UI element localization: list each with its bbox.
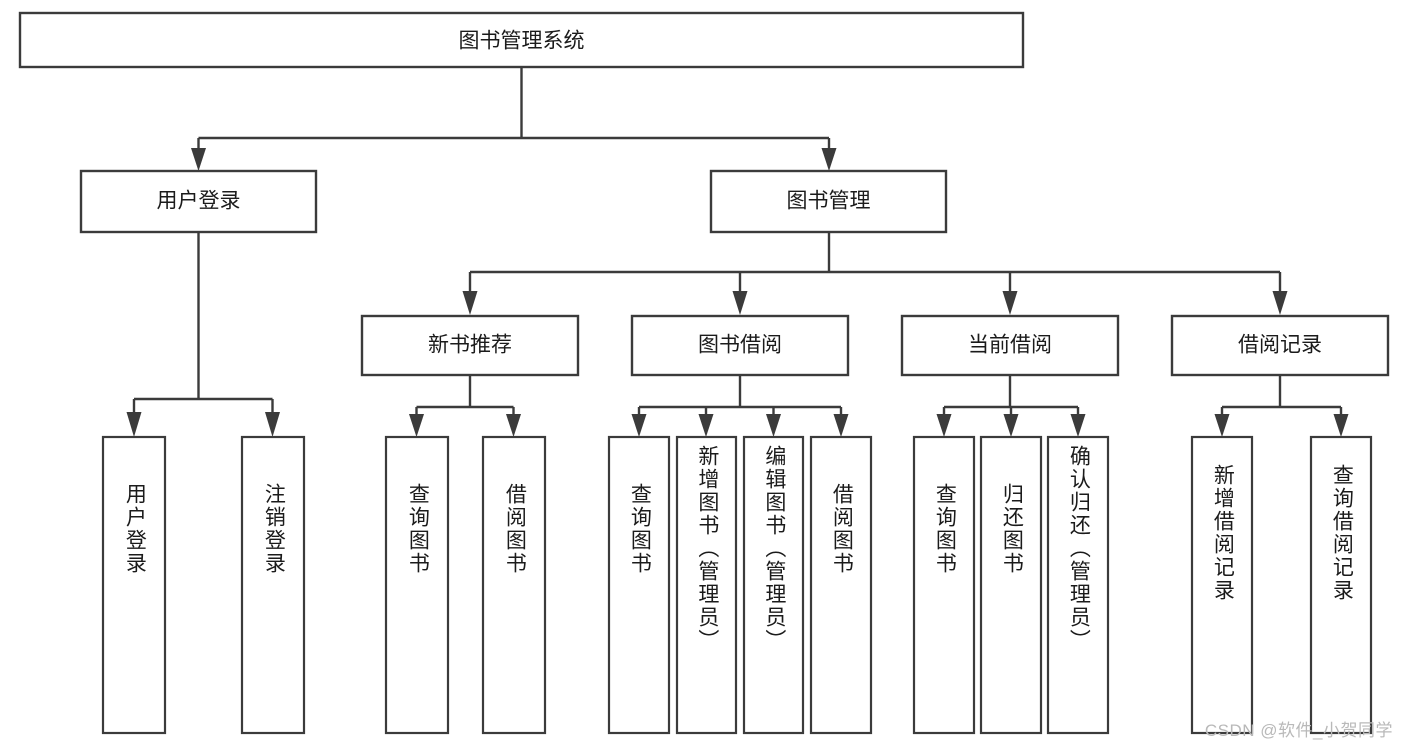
node-borrow-record-label: 借阅记录 bbox=[1238, 334, 1322, 357]
node-leaf-query-book-3-box[interactable] bbox=[912, 435, 976, 735]
node-root-box[interactable] bbox=[18, 11, 1025, 69]
connector-layer bbox=[126, 67, 1349, 437]
node-leaf-query-book-2-box[interactable] bbox=[607, 435, 671, 735]
node-borrow-record-box[interactable] bbox=[1170, 314, 1390, 377]
node-leaf-borrow-book-1-box[interactable] bbox=[481, 435, 547, 735]
node-user-login-label: 用户登录 bbox=[157, 190, 241, 213]
arrow-head-leaf-edit-book bbox=[766, 414, 781, 437]
arrow-head-leaf-add-book bbox=[698, 414, 714, 437]
node-current-borrow-box[interactable] bbox=[900, 314, 1120, 377]
watermark-text: CSDN @软件_小贺同学 bbox=[1204, 721, 1393, 740]
node-leaf-return-book-box[interactable] bbox=[979, 435, 1043, 735]
node-leaf-edit-book-box[interactable] bbox=[742, 435, 805, 735]
node-layer: 图书管理系统 用户登录 图书管理 新书推荐 图书借阅 当前借阅 借阅记录 bbox=[18, 11, 1390, 735]
arrow-head-leaf-user-login bbox=[126, 412, 142, 437]
node-leaf-query-book-1-box[interactable] bbox=[384, 435, 450, 735]
arrow-head-leaf-query-book-2 bbox=[631, 414, 647, 437]
node-new-book-recommend-label: 新书推荐 bbox=[428, 334, 512, 357]
arrow-head-leaf-return-book bbox=[1003, 414, 1019, 437]
arrow-head-leaf-query-book-3 bbox=[936, 414, 952, 437]
node-leaf-add-book-box[interactable] bbox=[675, 435, 738, 735]
arrow-head-leaf-add-record bbox=[1214, 414, 1230, 437]
arrow-head-leaf-query-book-1 bbox=[409, 414, 424, 437]
node-book-borrow-label: 图书借阅 bbox=[698, 334, 782, 357]
node-leaf-confirm-return-box[interactable] bbox=[1046, 435, 1110, 735]
arrow-head-leaf-query-record bbox=[1333, 414, 1349, 437]
node-leaf-logout-login-box[interactable] bbox=[240, 435, 306, 735]
node-leaf-borrow-book-2-box[interactable] bbox=[809, 435, 873, 735]
arrow-head-new-book-recommend bbox=[462, 291, 478, 315]
node-leaf-user-login-box[interactable] bbox=[101, 435, 167, 735]
arrow-head-leaf-logout-login bbox=[265, 412, 280, 437]
arrow-head-book-borrow bbox=[732, 291, 748, 315]
node-leaf-query-record-box[interactable] bbox=[1309, 435, 1373, 735]
node-new-book-recommend-box[interactable] bbox=[360, 314, 580, 377]
node-user-login-box[interactable] bbox=[79, 169, 318, 234]
arrow-head-leaf-borrow-book-1 bbox=[506, 414, 521, 437]
arrow-head-borrow-record bbox=[1272, 291, 1288, 315]
arrow-head-current-borrow bbox=[1002, 291, 1018, 315]
arrow-head-leaf-borrow-book-2 bbox=[833, 414, 849, 437]
node-leaf-add-record-box[interactable] bbox=[1190, 435, 1254, 735]
arrow-head-leaf-confirm-return bbox=[1070, 414, 1086, 437]
node-current-borrow-label: 当前借阅 bbox=[968, 334, 1052, 357]
node-book-management-box[interactable] bbox=[709, 169, 948, 234]
node-root-label: 图书管理系统 bbox=[459, 30, 585, 53]
node-book-borrow-box[interactable] bbox=[630, 314, 850, 377]
node-book-management-label: 图书管理 bbox=[787, 190, 871, 213]
arrow-head-book-management bbox=[821, 148, 837, 171]
arrow-head-user-login bbox=[191, 148, 206, 171]
